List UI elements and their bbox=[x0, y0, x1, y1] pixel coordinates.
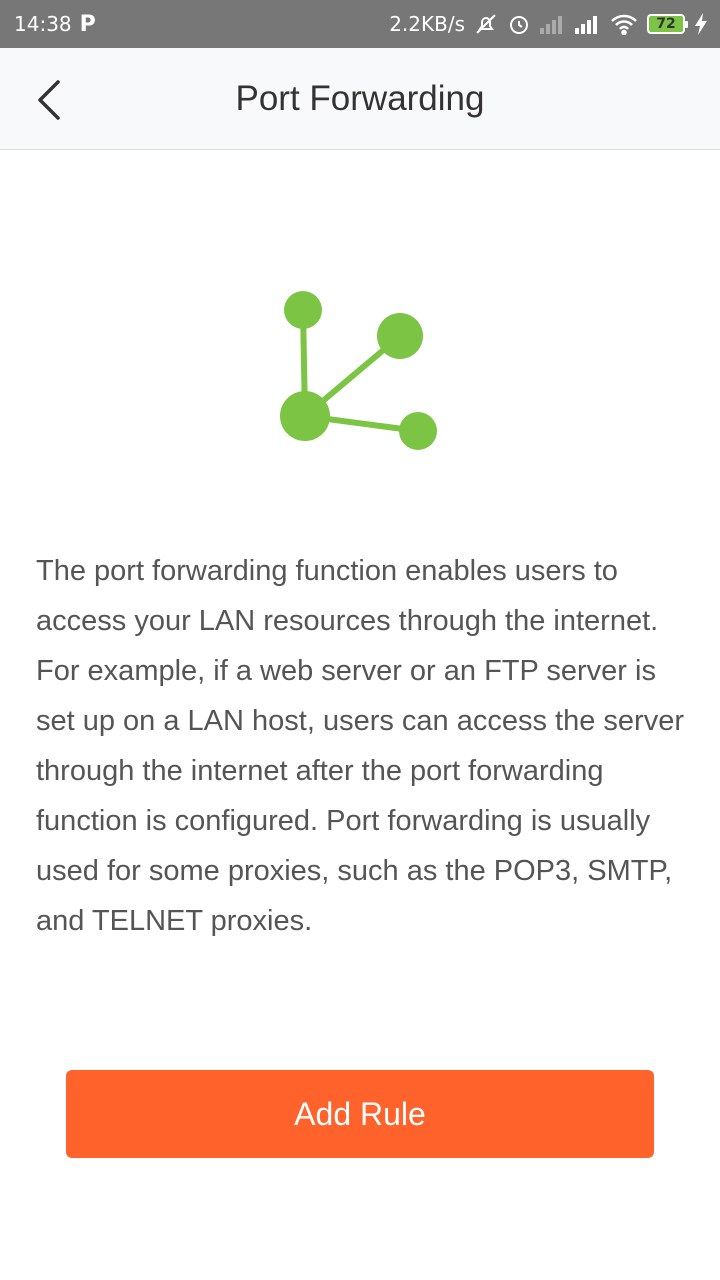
alarm-icon bbox=[507, 12, 531, 36]
network-nodes-icon bbox=[270, 282, 450, 462]
signal-weak-icon bbox=[540, 14, 566, 34]
port-forwarding-description: The port forwarding function enables use… bbox=[36, 555, 684, 937]
app-badge-icon: P bbox=[79, 11, 96, 37]
back-button[interactable] bbox=[22, 72, 78, 128]
net-speed: 2.2KB/s bbox=[389, 12, 465, 36]
wifi-icon bbox=[610, 13, 638, 35]
mute-icon bbox=[474, 12, 498, 36]
status-bar-right: 2.2KB/s bbox=[389, 12, 708, 36]
page-title: Port Forwarding bbox=[235, 79, 485, 118]
battery-icon: 72 bbox=[647, 14, 688, 34]
header: Port Forwarding bbox=[0, 48, 720, 150]
add-rule-button[interactable]: Add Rule bbox=[66, 1070, 654, 1158]
status-bar: 14:38 P 2.2KB/s bbox=[0, 0, 720, 48]
signal-icon bbox=[575, 14, 601, 34]
chevron-left-icon bbox=[38, 80, 60, 120]
charging-icon bbox=[694, 13, 708, 35]
status-time: 14:38 bbox=[14, 12, 72, 36]
status-bar-left: 14:38 P bbox=[14, 12, 96, 37]
